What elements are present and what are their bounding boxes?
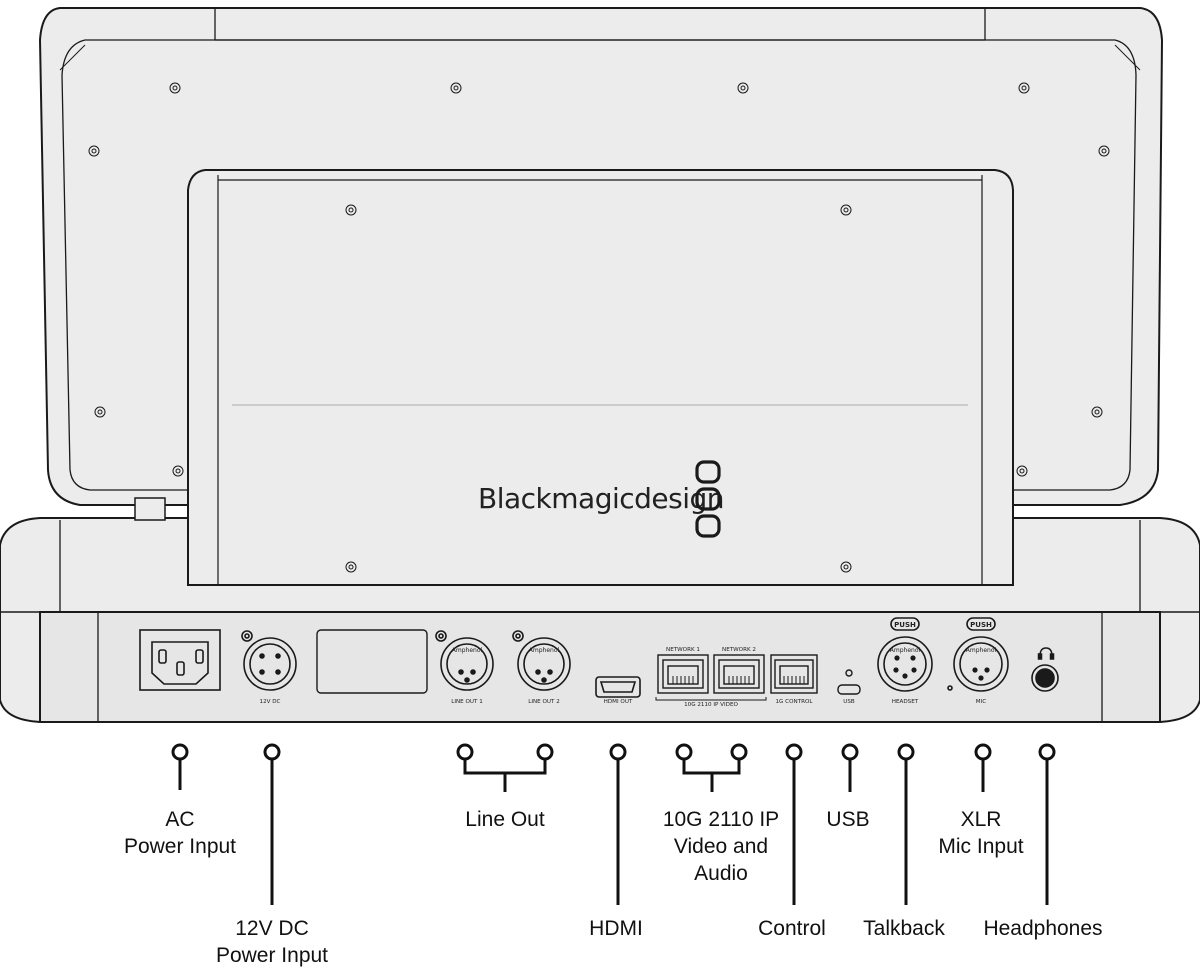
label-mic: MIC (976, 699, 986, 705)
label-headset: HEADSET (892, 699, 919, 705)
callout-usb: USB (826, 808, 870, 831)
leader-lines (171, 743, 1056, 905)
line-out-2-connector (512, 630, 571, 691)
amphenol-label-mic: Amphenol (966, 647, 997, 654)
line-out-1-connector (435, 630, 494, 691)
label-10g-ip-video: 10G 2110 IP VIDEO (684, 702, 738, 708)
amphenol-label-line-out-2: Amphenol (529, 647, 560, 654)
label-line-out-1: LINE OUT 1 (451, 699, 483, 705)
callout-xlr-mic-input: XLR Mic Input (938, 808, 1024, 858)
control-port (770, 654, 818, 694)
callout-12v-dc-power-input: 12V DC Power Input (215, 917, 329, 967)
stand-plate (187, 169, 1014, 586)
label-hdmi-out: HDMI OUT (604, 699, 633, 705)
mic-xlr-connector (953, 617, 1009, 692)
label-usb: USB (843, 699, 855, 705)
push-label-headset: PUSH (894, 621, 916, 629)
brand-wordmark: Blackmagicdesign (478, 482, 724, 515)
callout-talkback: Talkback (863, 917, 945, 940)
label-network-2: NETWORK 2 (722, 647, 756, 653)
headphones-jack (1031, 664, 1059, 692)
label-1g-control: 1G CONTROL (776, 699, 814, 705)
brand-logo-icon (695, 460, 721, 538)
callout-headphones: Headphones (983, 917, 1103, 940)
callout-line-out: Line Out (465, 808, 545, 831)
callout-ac-power-input: AC Power Input (123, 808, 237, 858)
label-12v-dc: 12V DC (260, 699, 281, 705)
callout-10g-ip-video-audio: 10G 2110 IP Video and Audio (662, 808, 780, 885)
dc-xlr-connector (241, 630, 297, 691)
headphones-icon (1037, 647, 1055, 660)
callout-control: Control (758, 917, 826, 940)
network-2-port (713, 654, 765, 694)
network-1-port (657, 654, 709, 694)
headset-xlr-connector (877, 617, 953, 692)
ac-inlet (139, 629, 221, 691)
monitor-screws (88, 82, 1110, 477)
callout-hdmi: HDMI (589, 917, 643, 940)
label-network-1: NETWORK 1 (666, 647, 700, 653)
hdmi-port (595, 676, 641, 698)
usb-port (837, 669, 861, 695)
ip-video-bracket (655, 697, 767, 701)
amphenol-label-line-out-1: Amphenol (452, 647, 483, 654)
blank-plate (316, 629, 428, 694)
stand-screws (345, 204, 852, 573)
amphenol-label-headset: Amphenol (890, 647, 921, 654)
label-line-out-2: LINE OUT 2 (528, 699, 560, 705)
push-label-mic: PUSH (970, 621, 992, 629)
